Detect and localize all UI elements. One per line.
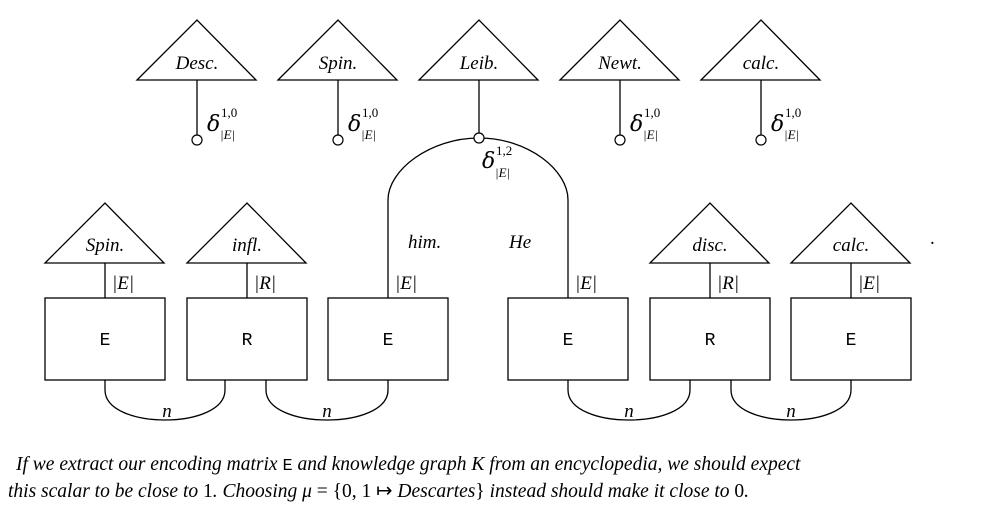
svg-text:|E|: |E| [495,165,510,180]
spider-dot-calc [755,134,767,146]
delta-calc: δ 1,0 |E| [771,105,801,142]
wire-label-spin: |E| [112,273,134,294]
svg-text:|E|: |E| [220,127,235,142]
wire-label-he: |E| [575,273,597,294]
box-label-4: E [563,331,574,351]
wire-label-him: |E| [395,273,417,294]
delta-leib: δ 1,2 |E| [482,143,512,180]
svg-text:1,0: 1,0 [221,105,237,120]
string-diagram: Desc. Spin. Leib. Newt. calc. δ 1,0 |E| … [43,19,935,422]
box-label-6: E [846,331,857,351]
svg-text:δ: δ [630,112,643,137]
svg-text:|E|: |E| [361,127,376,142]
svg-text:|E|: |E| [784,127,799,142]
spider-dot-newt [614,134,626,146]
top-label-calc: calc. [743,53,779,74]
spider-dot-spin [332,134,344,146]
svg-text:δ: δ [207,112,220,137]
cup-1 [104,380,226,421]
wire-label-infl: |R| [254,273,276,294]
svg-text:1,0: 1,0 [785,105,801,120]
top-label-desc: Desc. [175,53,219,74]
word-he: He [508,232,531,253]
wire-label-calc: |E| [858,273,880,294]
caption: If we extract our encoding matrix E and … [0,452,993,504]
cup-label-4: n [786,401,796,422]
svg-text:1,0: 1,0 [644,105,660,120]
top-label-leib: Leib. [459,53,499,74]
delta-desc: δ 1,0 |E| [207,105,237,142]
svg-text:δ: δ [482,149,495,174]
cup-4 [730,380,852,421]
box-label-3: E [383,331,394,351]
wire-label-disc: |R| [717,273,739,294]
cup-2 [265,380,389,421]
cup-label-3: n [624,401,634,422]
top-label-newt: Newt. [597,53,642,74]
box-2 [186,297,308,381]
cup-label-1: n [162,401,172,422]
trailing-dot: . [930,228,935,249]
box-label-2: R [242,331,253,351]
delta-newt: δ 1,0 |E| [630,105,660,142]
spider-dot-desc [191,134,203,146]
box-label-5: R [705,331,716,351]
caption-line-1: If we extract our encoding matrix E and … [16,454,801,476]
box-5 [649,297,771,381]
delta-spin: δ 1,0 |E| [348,105,378,142]
bottom-label-infl: infl. [232,235,262,256]
svg-text:|E|: |E| [643,127,658,142]
svg-text:1,0: 1,0 [362,105,378,120]
box-label-1: E [100,331,111,351]
svg-text:δ: δ [771,112,784,137]
cup-3 [567,380,691,421]
bottom-label-calc: calc. [833,235,869,256]
word-him: him. [408,232,441,253]
cup-label-2: n [322,401,332,422]
bottom-label-disc: disc. [692,235,727,256]
svg-text:1,2: 1,2 [496,143,512,158]
svg-text:δ: δ [348,112,361,137]
bottom-label-spin: Spin. [86,235,125,256]
caption-line-2: this scalar to be close to 1. Choosing μ… [8,481,750,502]
top-label-spin: Spin. [319,53,358,74]
spider-dot-leib [473,132,485,144]
